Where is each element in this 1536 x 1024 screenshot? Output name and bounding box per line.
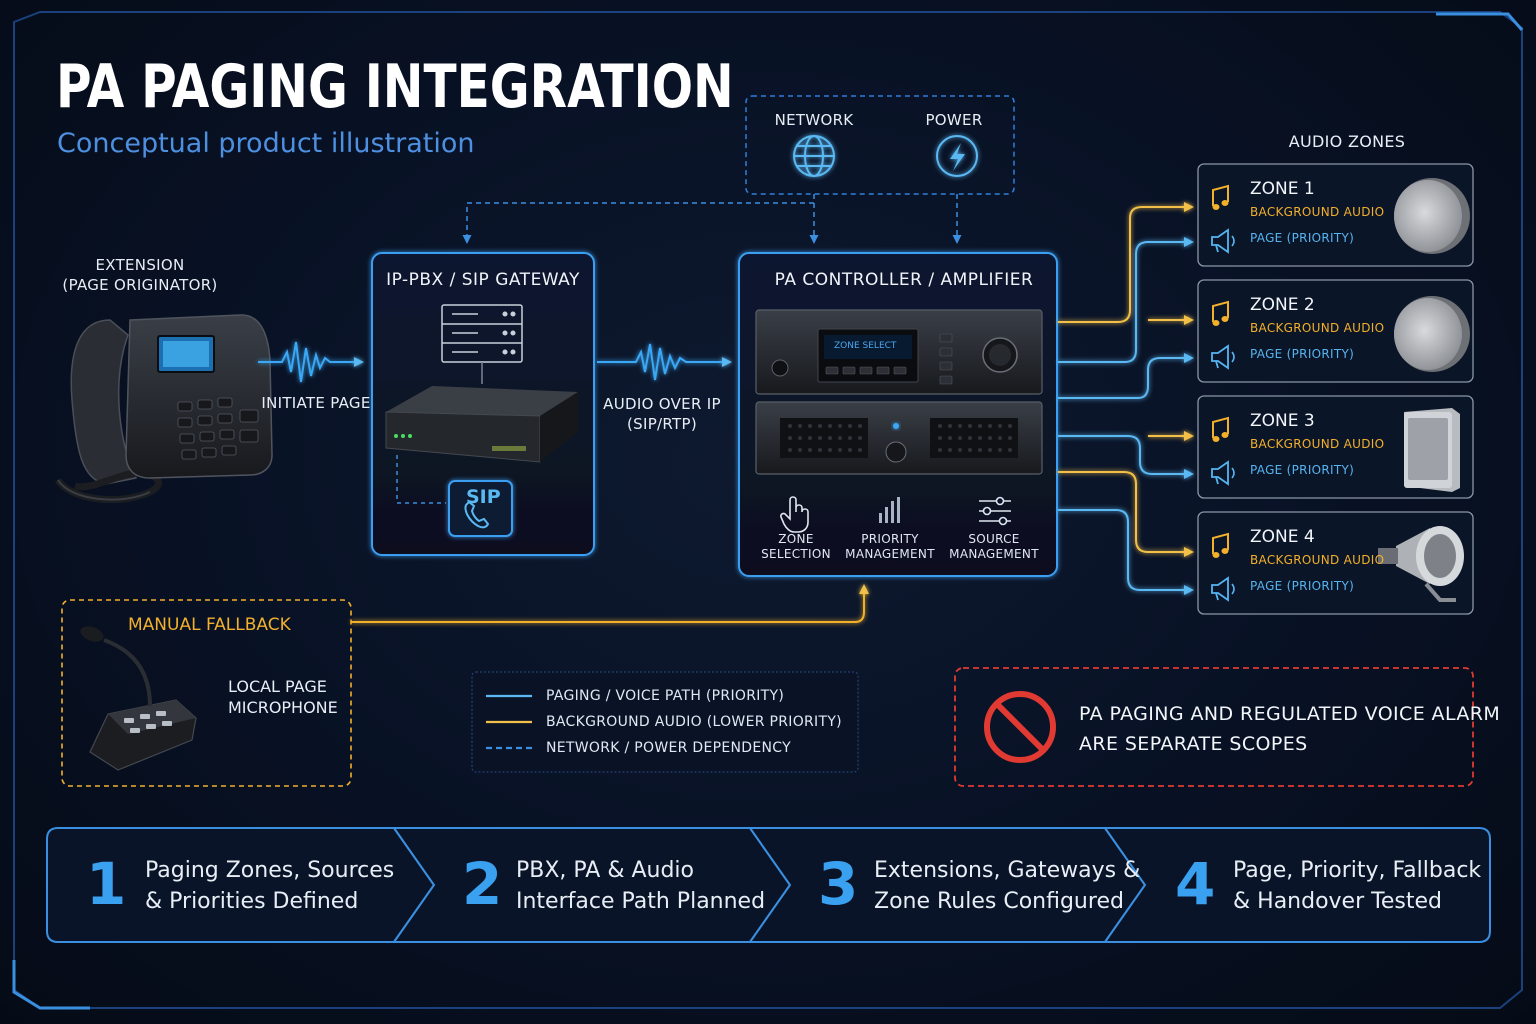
fallback-label-line2: MICROPHONE bbox=[228, 698, 338, 717]
step-2-line1: PBX, PA & Audio bbox=[516, 858, 694, 883]
step-3-number: 3 bbox=[818, 850, 859, 918]
globe-icon bbox=[793, 135, 835, 177]
feature-source-management-line1: SOURCE bbox=[968, 532, 1020, 546]
step-1-line2: & Priorities Defined bbox=[145, 889, 359, 914]
fallback-label-line1: LOCAL PAGE bbox=[228, 677, 327, 696]
pa-amplifier-unit bbox=[755, 401, 1043, 475]
waveform-2 bbox=[597, 343, 732, 381]
zone-1-background-label: BACKGROUND AUDIO bbox=[1250, 205, 1385, 219]
audio-over-ip-line1: AUDIO OVER IP bbox=[603, 395, 721, 413]
zone-icons bbox=[1211, 184, 1235, 602]
warning-box bbox=[954, 667, 1474, 787]
fallback-box bbox=[61, 599, 352, 787]
step-1-line1: Paging Zones, Sources bbox=[145, 858, 395, 883]
desk-phone-icon bbox=[55, 314, 273, 504]
warning-line2: ARE SEPARATE SCOPES bbox=[1079, 733, 1308, 755]
zone-1-page-label: PAGE (PRIORITY) bbox=[1250, 231, 1355, 245]
audio-over-ip-label: AUDIO OVER IP (SIP/RTP) bbox=[603, 394, 721, 434]
step-2-number: 2 bbox=[462, 850, 503, 918]
pa-display-text: ZONE SELECT bbox=[834, 341, 897, 351]
zone-1: ZONE 1 BACKGROUND AUDIO PAGE (PRIORITY) bbox=[1250, 179, 1384, 245]
feature-source-management: SOURCE MANAGEMENT bbox=[949, 532, 1039, 562]
warning-line1: PA PAGING AND REGULATED VOICE ALARM bbox=[1079, 703, 1501, 725]
desk-microphone-icon bbox=[80, 626, 197, 771]
step-3-text: Extensions, Gateways & Zone Rules Config… bbox=[874, 855, 1140, 917]
zone-2: ZONE 2 BACKGROUND AUDIO PAGE (PRIORITY) bbox=[1250, 295, 1384, 361]
legend-box bbox=[471, 671, 859, 773]
legend-paging: PAGING / VOICE PATH (PRIORITY) bbox=[546, 688, 785, 704]
prohibited-icon bbox=[984, 691, 1056, 763]
pa-title: PA CONTROLLER / AMPLIFIER bbox=[774, 270, 1034, 290]
feature-priority-management: PRIORITY MANAGEMENT bbox=[845, 532, 935, 562]
extension-label-line1: EXTENSION bbox=[95, 256, 185, 274]
step-2-line2: Interface Path Planned bbox=[516, 889, 766, 914]
power-label: POWER bbox=[925, 111, 983, 129]
zone-3: ZONE 3 BACKGROUND AUDIO PAGE (PRIORITY) bbox=[1250, 411, 1384, 477]
server-icon bbox=[441, 304, 523, 384]
step-3-line2: Zone Rules Configured bbox=[874, 889, 1124, 914]
legend-swatches bbox=[486, 694, 532, 750]
fallback-line bbox=[351, 584, 869, 623]
horn-speaker-4 bbox=[1378, 526, 1464, 602]
zone-3-background-label: BACKGROUND AUDIO bbox=[1250, 437, 1385, 451]
zone-4-title: ZONE 4 bbox=[1250, 527, 1315, 547]
feature-zone-selection-line2: SELECTION bbox=[761, 547, 831, 561]
ceiling-speaker-1 bbox=[1394, 178, 1470, 254]
sip-badge bbox=[448, 480, 513, 537]
warning-text: PA PAGING AND REGULATED VOICE ALARM ARE … bbox=[1079, 699, 1500, 759]
step-4-line1: Page, Priority, Fallback bbox=[1233, 858, 1482, 883]
pbx-title: IP-PBX / SIP GATEWAY bbox=[386, 270, 580, 290]
legend-dependency: NETWORK / POWER DEPENDENCY bbox=[546, 740, 791, 756]
dependency-box bbox=[745, 95, 1015, 195]
step-4-number: 4 bbox=[1175, 850, 1216, 918]
legend-background: BACKGROUND AUDIO (LOWER PRIORITY) bbox=[546, 714, 842, 730]
zone-2-page-label: PAGE (PRIORITY) bbox=[1250, 347, 1355, 361]
gateway-device bbox=[385, 386, 578, 463]
ceiling-speaker-2 bbox=[1394, 296, 1470, 372]
sliders-icon bbox=[979, 496, 1011, 526]
feature-priority-management-line1: PRIORITY bbox=[861, 532, 919, 546]
page-subtitle: Conceptual product illustration bbox=[57, 128, 475, 159]
extension-label: EXTENSION (PAGE ORIGINATOR) bbox=[62, 255, 217, 295]
step-1-text: Paging Zones, Sources & Priorities Defin… bbox=[145, 855, 394, 917]
step-2-text: PBX, PA & Audio Interface Path Planned bbox=[516, 855, 765, 917]
zone-4-background-label: BACKGROUND AUDIO bbox=[1250, 553, 1385, 567]
feature-source-management-line2: MANAGEMENT bbox=[949, 547, 1039, 561]
feature-zone-selection: ZONE SELECTION bbox=[761, 532, 831, 562]
wall-speaker-3 bbox=[1404, 408, 1460, 492]
power-icon bbox=[936, 135, 978, 177]
step-4-text: Page, Priority, Fallback & Handover Test… bbox=[1233, 855, 1481, 917]
initiate-page-label: INITIATE PAGE bbox=[261, 394, 371, 412]
zone-connectors bbox=[1058, 202, 1194, 595]
fallback-title: MANUAL FALLBACK bbox=[128, 615, 291, 635]
outer-frame bbox=[12, 11, 1524, 1010]
fallback-label: LOCAL PAGE MICROPHONE bbox=[228, 676, 338, 718]
hand-pointer-icon bbox=[780, 496, 809, 533]
pa-controller-unit bbox=[755, 309, 1043, 395]
bar-chart-icon bbox=[879, 497, 900, 523]
zone-4: ZONE 4 BACKGROUND AUDIO PAGE (PRIORITY) bbox=[1250, 527, 1384, 593]
step-4-line2: & Handover Tested bbox=[1233, 889, 1442, 914]
zone-4-page-label: PAGE (PRIORITY) bbox=[1250, 579, 1355, 593]
waveform-1 bbox=[258, 341, 364, 383]
dependency-lines bbox=[462, 194, 962, 244]
zone-3-page-label: PAGE (PRIORITY) bbox=[1250, 463, 1355, 477]
sip-badge-label: SIP bbox=[466, 486, 501, 508]
feature-priority-management-line2: MANAGEMENT bbox=[845, 547, 935, 561]
network-label: NETWORK bbox=[774, 111, 854, 129]
steps-bar bbox=[46, 827, 1491, 943]
zone-2-title: ZONE 2 bbox=[1250, 295, 1315, 315]
step-3-line1: Extensions, Gateways & bbox=[874, 858, 1141, 883]
step-1-number: 1 bbox=[86, 850, 127, 918]
audio-over-ip-line2: (SIP/RTP) bbox=[626, 415, 697, 433]
zone-3-title: ZONE 3 bbox=[1250, 411, 1315, 431]
page-title: PA PAGING INTEGRATION bbox=[56, 52, 734, 122]
feature-zone-selection-line1: ZONE bbox=[778, 532, 814, 546]
audio-zones-header: AUDIO ZONES bbox=[1288, 132, 1406, 151]
extension-label-line2: (PAGE ORIGINATOR) bbox=[62, 276, 218, 294]
zone-1-title: ZONE 1 bbox=[1250, 179, 1315, 199]
zone-2-background-label: BACKGROUND AUDIO bbox=[1250, 321, 1385, 335]
